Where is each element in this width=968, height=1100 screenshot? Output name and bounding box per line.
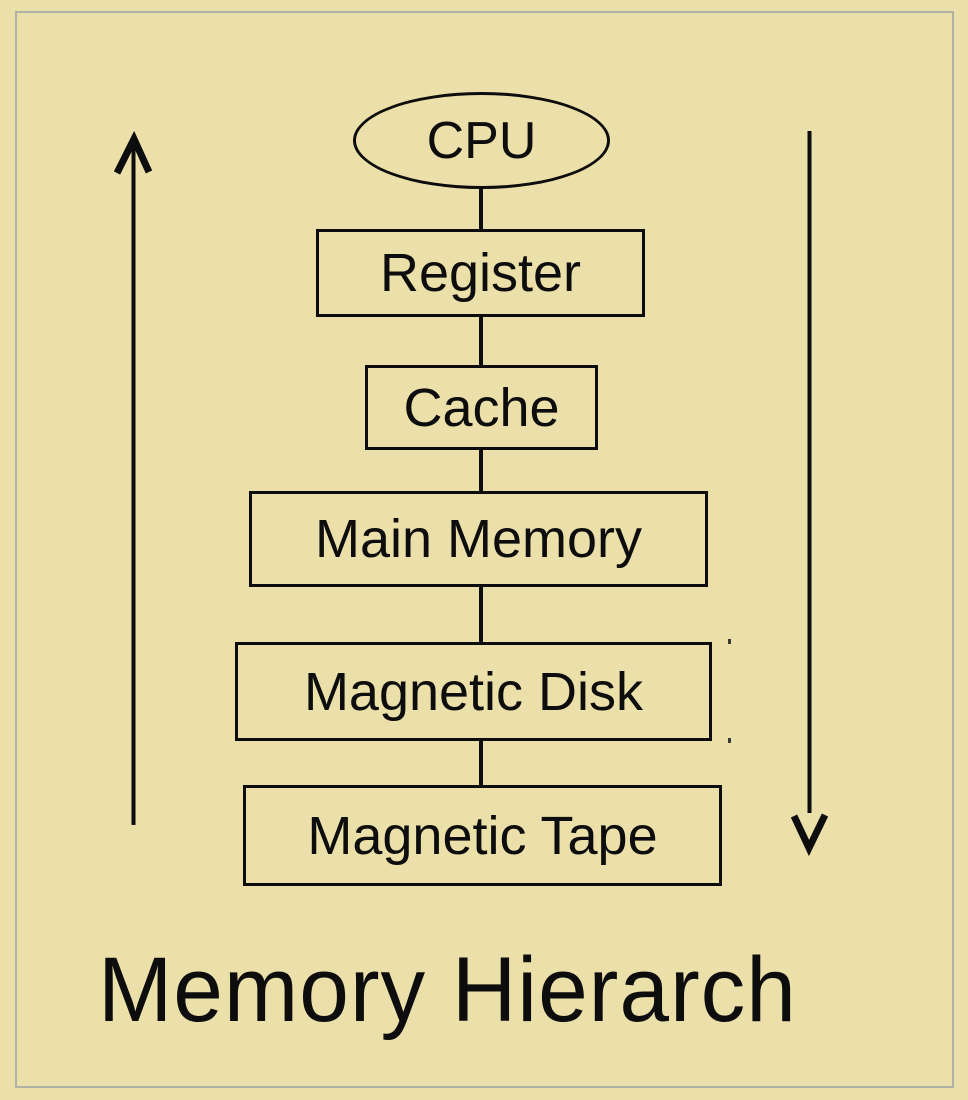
node-register-label: Register: [379, 243, 582, 303]
node-cache-label: Cache: [403, 377, 560, 438]
connector-magneticdisk-magnetictape: [479, 741, 483, 786]
node-cpu: CPU: [353, 92, 610, 189]
node-register: Register: [316, 229, 645, 317]
node-magnetic-tape-label: Magnetic Tape: [307, 805, 658, 866]
connector-cache-mainmemory: [479, 450, 483, 492]
node-magnetic-tape: Magnetic Tape: [243, 785, 722, 886]
node-magnetic-disk-label: Magnetic Disk: [303, 661, 644, 722]
node-cache: Cache: [365, 365, 598, 450]
connector-mainmemory-magneticdisk: [479, 587, 483, 643]
diagram-title: Memory Hierarch: [98, 939, 797, 1041]
stray-mark: [728, 738, 731, 743]
node-main-memory: Main Memory: [249, 491, 708, 587]
node-magnetic-disk: Magnetic Disk: [235, 642, 712, 741]
stray-mark: [728, 639, 731, 644]
inner-frame-border: [15, 11, 954, 1088]
node-main-memory-label: Main Memory: [314, 509, 643, 569]
connector-register-cache: [479, 317, 483, 366]
node-cpu-label: CPU: [426, 111, 537, 170]
connector-cpu-register: [479, 189, 483, 230]
